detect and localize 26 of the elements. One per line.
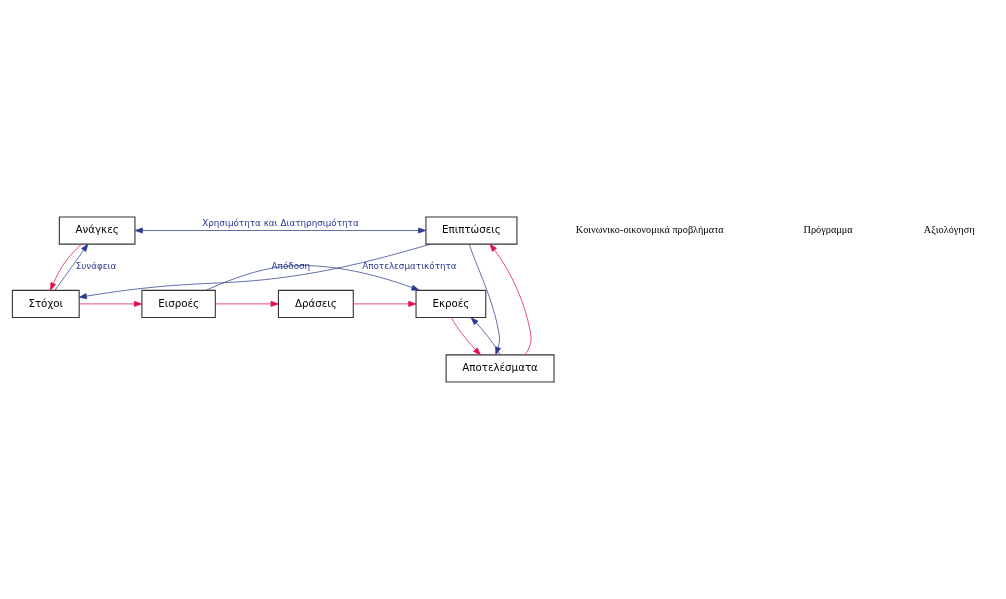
arrow bbox=[134, 227, 427, 234]
edge-label: Απόδοση bbox=[271, 261, 311, 272]
arrow bbox=[470, 317, 501, 356]
arrow bbox=[78, 243, 431, 300]
arrow bbox=[468, 243, 501, 355]
arrow bbox=[78, 300, 143, 307]
node-box: Αποτελέσματα bbox=[445, 354, 555, 383]
edge-label: Χρησιμότητα και Διατηρησιμότητα bbox=[202, 217, 359, 228]
edge-label: Συνάφεια bbox=[75, 261, 117, 272]
arrow bbox=[352, 300, 417, 307]
label: Κοινωνικο-οικονομικά προβλήματα bbox=[575, 224, 724, 236]
arrow bbox=[50, 243, 82, 291]
arrow bbox=[214, 300, 279, 307]
label: Πρόγραμμα bbox=[803, 224, 853, 236]
label: Αξιολόγηση bbox=[923, 224, 975, 236]
node-box: Επιπτώσεις bbox=[425, 216, 518, 245]
edge-label: Αποτελεσματικότητα bbox=[362, 261, 457, 272]
arrow bbox=[489, 243, 532, 355]
arrow bbox=[451, 317, 481, 356]
arrow bbox=[205, 265, 420, 291]
node-box: Εισροές bbox=[141, 289, 216, 319]
node-box: Ανάγκες bbox=[58, 216, 136, 245]
node-box: Δράσεις bbox=[277, 289, 354, 319]
node-box: Στόχοι bbox=[11, 289, 80, 319]
arrow bbox=[54, 243, 89, 291]
node-box: Εκροές bbox=[415, 289, 487, 319]
